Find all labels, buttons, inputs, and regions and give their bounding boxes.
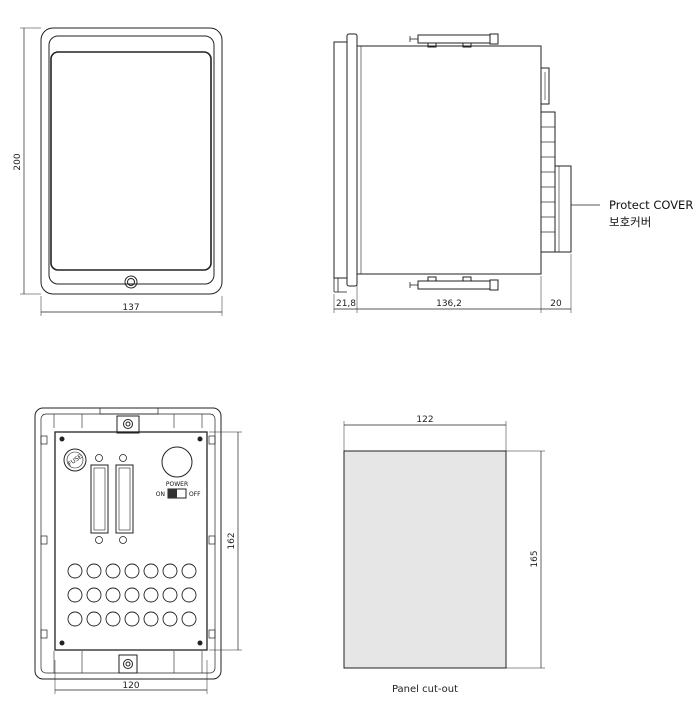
power-on-label: ON: [156, 491, 165, 498]
rear-bottom-screw: [123, 659, 133, 669]
terminal-hole: [105, 563, 121, 579]
front-bezel-outer: [40, 27, 223, 295]
power-label: POWER: [166, 481, 188, 488]
side-dim-body-depth: 136,2: [436, 299, 462, 309]
side-front-flange: [346, 33, 358, 287]
front-display-window: [50, 51, 212, 271]
terminal-hole: [105, 587, 121, 603]
cutout-width-label: 122: [416, 415, 433, 425]
side-top-bracket-head: [489, 33, 499, 45]
rear-terminal-panel: [54, 431, 208, 651]
front-height-label: 200: [13, 153, 23, 170]
rear-top-mount: [116, 415, 140, 434]
side-dim-front-depth: 21,8: [336, 299, 356, 309]
side-view: [333, 33, 600, 313]
terminal-hole: [86, 563, 102, 579]
panel-cutout-view: [343, 421, 545, 669]
rear-round-port: [161, 446, 193, 478]
front-knob: [124, 275, 138, 289]
power-switch-lever: [168, 489, 177, 498]
side-main-body: [356, 45, 542, 275]
terminal-hole: [162, 611, 178, 627]
terminal-hole: [105, 611, 121, 627]
rear-connector-left: [90, 464, 109, 534]
side-top-bracket: [417, 34, 491, 44]
rear-bottom-mount: [118, 654, 138, 674]
terminal-hole: [162, 563, 178, 579]
fuse-holder: [63, 448, 87, 472]
terminal-hole: [124, 563, 140, 579]
protect-cover-label-ko: 보호커버: [609, 215, 651, 229]
rear-outer-frame: [34, 407, 222, 680]
rear-top-screw: [123, 419, 133, 429]
cutout-caption: Panel cut-out: [392, 684, 458, 695]
front-bezel-inner: [48, 35, 215, 285]
terminal-hole: [67, 587, 83, 603]
side-terminal-block: [540, 111, 556, 253]
rear-terminal-holes: [67, 563, 197, 627]
terminal-hole: [143, 611, 159, 627]
terminal-hole: [181, 587, 197, 603]
terminal-hole: [124, 587, 140, 603]
side-protect-cover: [554, 165, 572, 253]
side-bottom-bracket-head: [489, 279, 499, 291]
rear-dimensions: [54, 431, 242, 694]
rear-connector-right: [115, 464, 134, 534]
front-view: [20, 27, 223, 316]
terminal-hole: [181, 563, 197, 579]
terminal-hole: [67, 611, 83, 627]
terminal-hole: [124, 611, 140, 627]
terminal-hole: [86, 611, 102, 627]
rear-view: [34, 407, 222, 680]
side-bottom-bracket: [417, 280, 491, 290]
side-rear-connector: [540, 67, 550, 105]
cutout-height-label: 165: [530, 550, 540, 567]
rear-height-label: 162: [227, 532, 237, 549]
terminal-hole: [162, 587, 178, 603]
power-off-label: OFF: [189, 491, 201, 498]
terminal-hole: [143, 587, 159, 603]
front-knob-inner: [127, 278, 135, 286]
front-width-label: 137: [122, 303, 139, 313]
terminal-hole: [143, 563, 159, 579]
terminal-hole: [86, 587, 102, 603]
protect-cover-label-en: Protect COVER: [609, 198, 693, 212]
rear-width-label: 120: [122, 681, 139, 691]
side-front-lip: [333, 41, 348, 279]
terminal-hole: [181, 611, 197, 627]
side-dim-cover-depth: 20: [550, 299, 562, 309]
panel-cutout-area: [343, 450, 507, 669]
terminal-hole: [67, 563, 83, 579]
